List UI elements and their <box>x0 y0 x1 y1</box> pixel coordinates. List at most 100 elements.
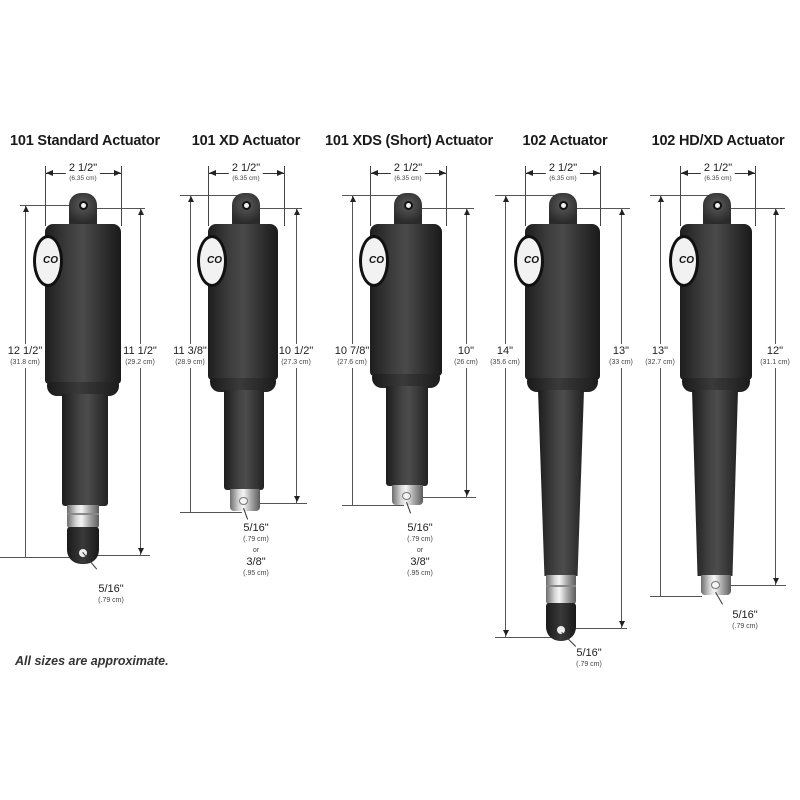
pin-to-pin-label: 12" (31.1 cm) <box>760 344 790 368</box>
width-extension-line <box>121 166 122 226</box>
brand-logo: CO <box>669 235 699 287</box>
arrow-right-icon <box>593 170 600 176</box>
top-mount <box>394 193 422 227</box>
pin-bottom-extension <box>245 503 307 504</box>
approximate-sizes-note: All sizes are approximate. <box>15 654 169 668</box>
arrow-down-icon <box>463 490 470 496</box>
arrow-up-icon <box>502 196 509 202</box>
overall-top-extension <box>650 195 710 196</box>
outer-tube <box>386 386 428 486</box>
width-extension-line <box>600 166 601 226</box>
pin-size-label: 5/16" (.79 cm) <box>576 647 602 669</box>
pin-to-pin-line <box>140 208 141 555</box>
pin-top-extension <box>725 208 785 209</box>
arrow-up-icon <box>657 196 664 202</box>
arrow-up-icon <box>293 209 300 215</box>
top-mount <box>69 193 97 227</box>
arrow-down-icon <box>137 548 144 554</box>
arrow-down-icon <box>618 621 625 627</box>
pin-to-pin-label: 10" (26 cm) <box>454 344 478 368</box>
width-extension-line <box>446 166 447 226</box>
arrow-left-icon <box>371 170 378 176</box>
overall-length-label: 11 3/8" (28.9 cm) <box>173 344 207 368</box>
pin-size-label: 5/16" (.79 cm) or 3/8" (.95 cm) <box>407 522 433 578</box>
pin-top-extension <box>252 208 302 209</box>
pin-size-label: 5/16" (.79 cm) or 3/8" (.95 cm) <box>243 522 269 578</box>
overall-length-label: 12 1/2" (31.8 cm) <box>7 344 43 368</box>
brand-logo: CO <box>514 235 544 287</box>
arrow-up-icon <box>618 209 625 215</box>
chrome-rod <box>230 489 260 511</box>
width-extension-line <box>680 166 681 226</box>
mount-hole-icon <box>78 201 88 210</box>
pin-to-pin-label: 10 1/2" (27.3 cm) <box>278 344 314 368</box>
arrow-left-icon <box>46 170 53 176</box>
arrow-left-icon <box>209 170 216 176</box>
housing-collar <box>682 378 750 392</box>
overall-top-extension <box>180 195 240 196</box>
pin-to-pin-line <box>775 208 776 585</box>
brand-logo: CO <box>359 235 389 287</box>
pin-size-label: 5/16" (.79 cm) <box>732 609 758 631</box>
pin-hole-icon <box>239 497 248 505</box>
housing-collar <box>527 378 598 392</box>
housing-collar <box>372 374 440 388</box>
overall-length-label: 13" (32.7 cm) <box>645 344 675 368</box>
overall-top-extension <box>342 195 402 196</box>
width-label: 2 1/2" (6.35 cm) <box>65 163 101 183</box>
pin-top-extension <box>95 208 145 209</box>
arrow-up-icon <box>137 209 144 215</box>
rod-clevis <box>67 527 99 564</box>
outer-tube <box>538 390 584 576</box>
arrow-up-icon <box>187 196 194 202</box>
pin-to-pin-label: 13" (33 cm) <box>609 344 633 368</box>
overall-length-line <box>660 195 661 596</box>
actuator-title-102-hdxd: 102 HD/XD Actuator <box>651 133 785 149</box>
arrow-right-icon <box>277 170 284 176</box>
width-label: 2 1/2" (6.35 cm) <box>390 163 426 183</box>
mount-hole-icon <box>712 201 722 210</box>
pin-hole-icon <box>402 492 411 500</box>
arrow-up-icon <box>772 209 779 215</box>
mount-hole-icon <box>403 201 413 210</box>
width-extension-line <box>525 166 526 226</box>
mount-hole-icon <box>558 201 568 210</box>
width-extension-line <box>755 166 756 226</box>
overall-bottom-extension <box>180 512 242 513</box>
pin-top-extension <box>570 208 630 209</box>
chrome-rod <box>701 575 731 595</box>
arrow-up-icon <box>463 209 470 215</box>
housing-collar <box>47 382 119 396</box>
arrow-down-icon <box>293 496 300 502</box>
arrow-right-icon <box>439 170 446 176</box>
chrome-rod <box>546 575 576 605</box>
overall-top-extension <box>495 195 555 196</box>
pin-bottom-extension <box>408 497 476 498</box>
pin-bottom-extension <box>90 555 150 556</box>
width-extension-line <box>208 166 209 226</box>
brand-logo: CO <box>197 235 227 287</box>
overall-top-extension <box>20 205 75 206</box>
arrow-down-icon <box>502 630 509 636</box>
top-mount <box>549 193 577 227</box>
overall-bottom-extension <box>0 557 80 558</box>
width-extension-line <box>284 166 285 226</box>
mount-hole-icon <box>241 201 251 210</box>
width-label: 2 1/2" (6.35 cm) <box>545 163 581 183</box>
top-mount <box>232 193 260 227</box>
pin-hole-icon <box>711 581 720 589</box>
arrow-left-icon <box>526 170 533 176</box>
overall-bottom-extension <box>650 596 702 597</box>
pin-to-pin-line <box>621 208 622 628</box>
actuator-title-101-standard: 101 Standard Actuator <box>10 133 160 149</box>
overall-length-line <box>505 195 506 637</box>
outer-tube <box>692 390 738 576</box>
pin-top-extension <box>414 208 474 209</box>
outer-tube <box>62 394 108 506</box>
arrow-up-icon <box>349 196 356 202</box>
housing-collar <box>210 378 276 392</box>
width-extension-line <box>370 166 371 226</box>
overall-bottom-extension <box>342 505 404 506</box>
overall-length-line <box>25 205 26 557</box>
overall-bottom-extension <box>495 637 557 638</box>
